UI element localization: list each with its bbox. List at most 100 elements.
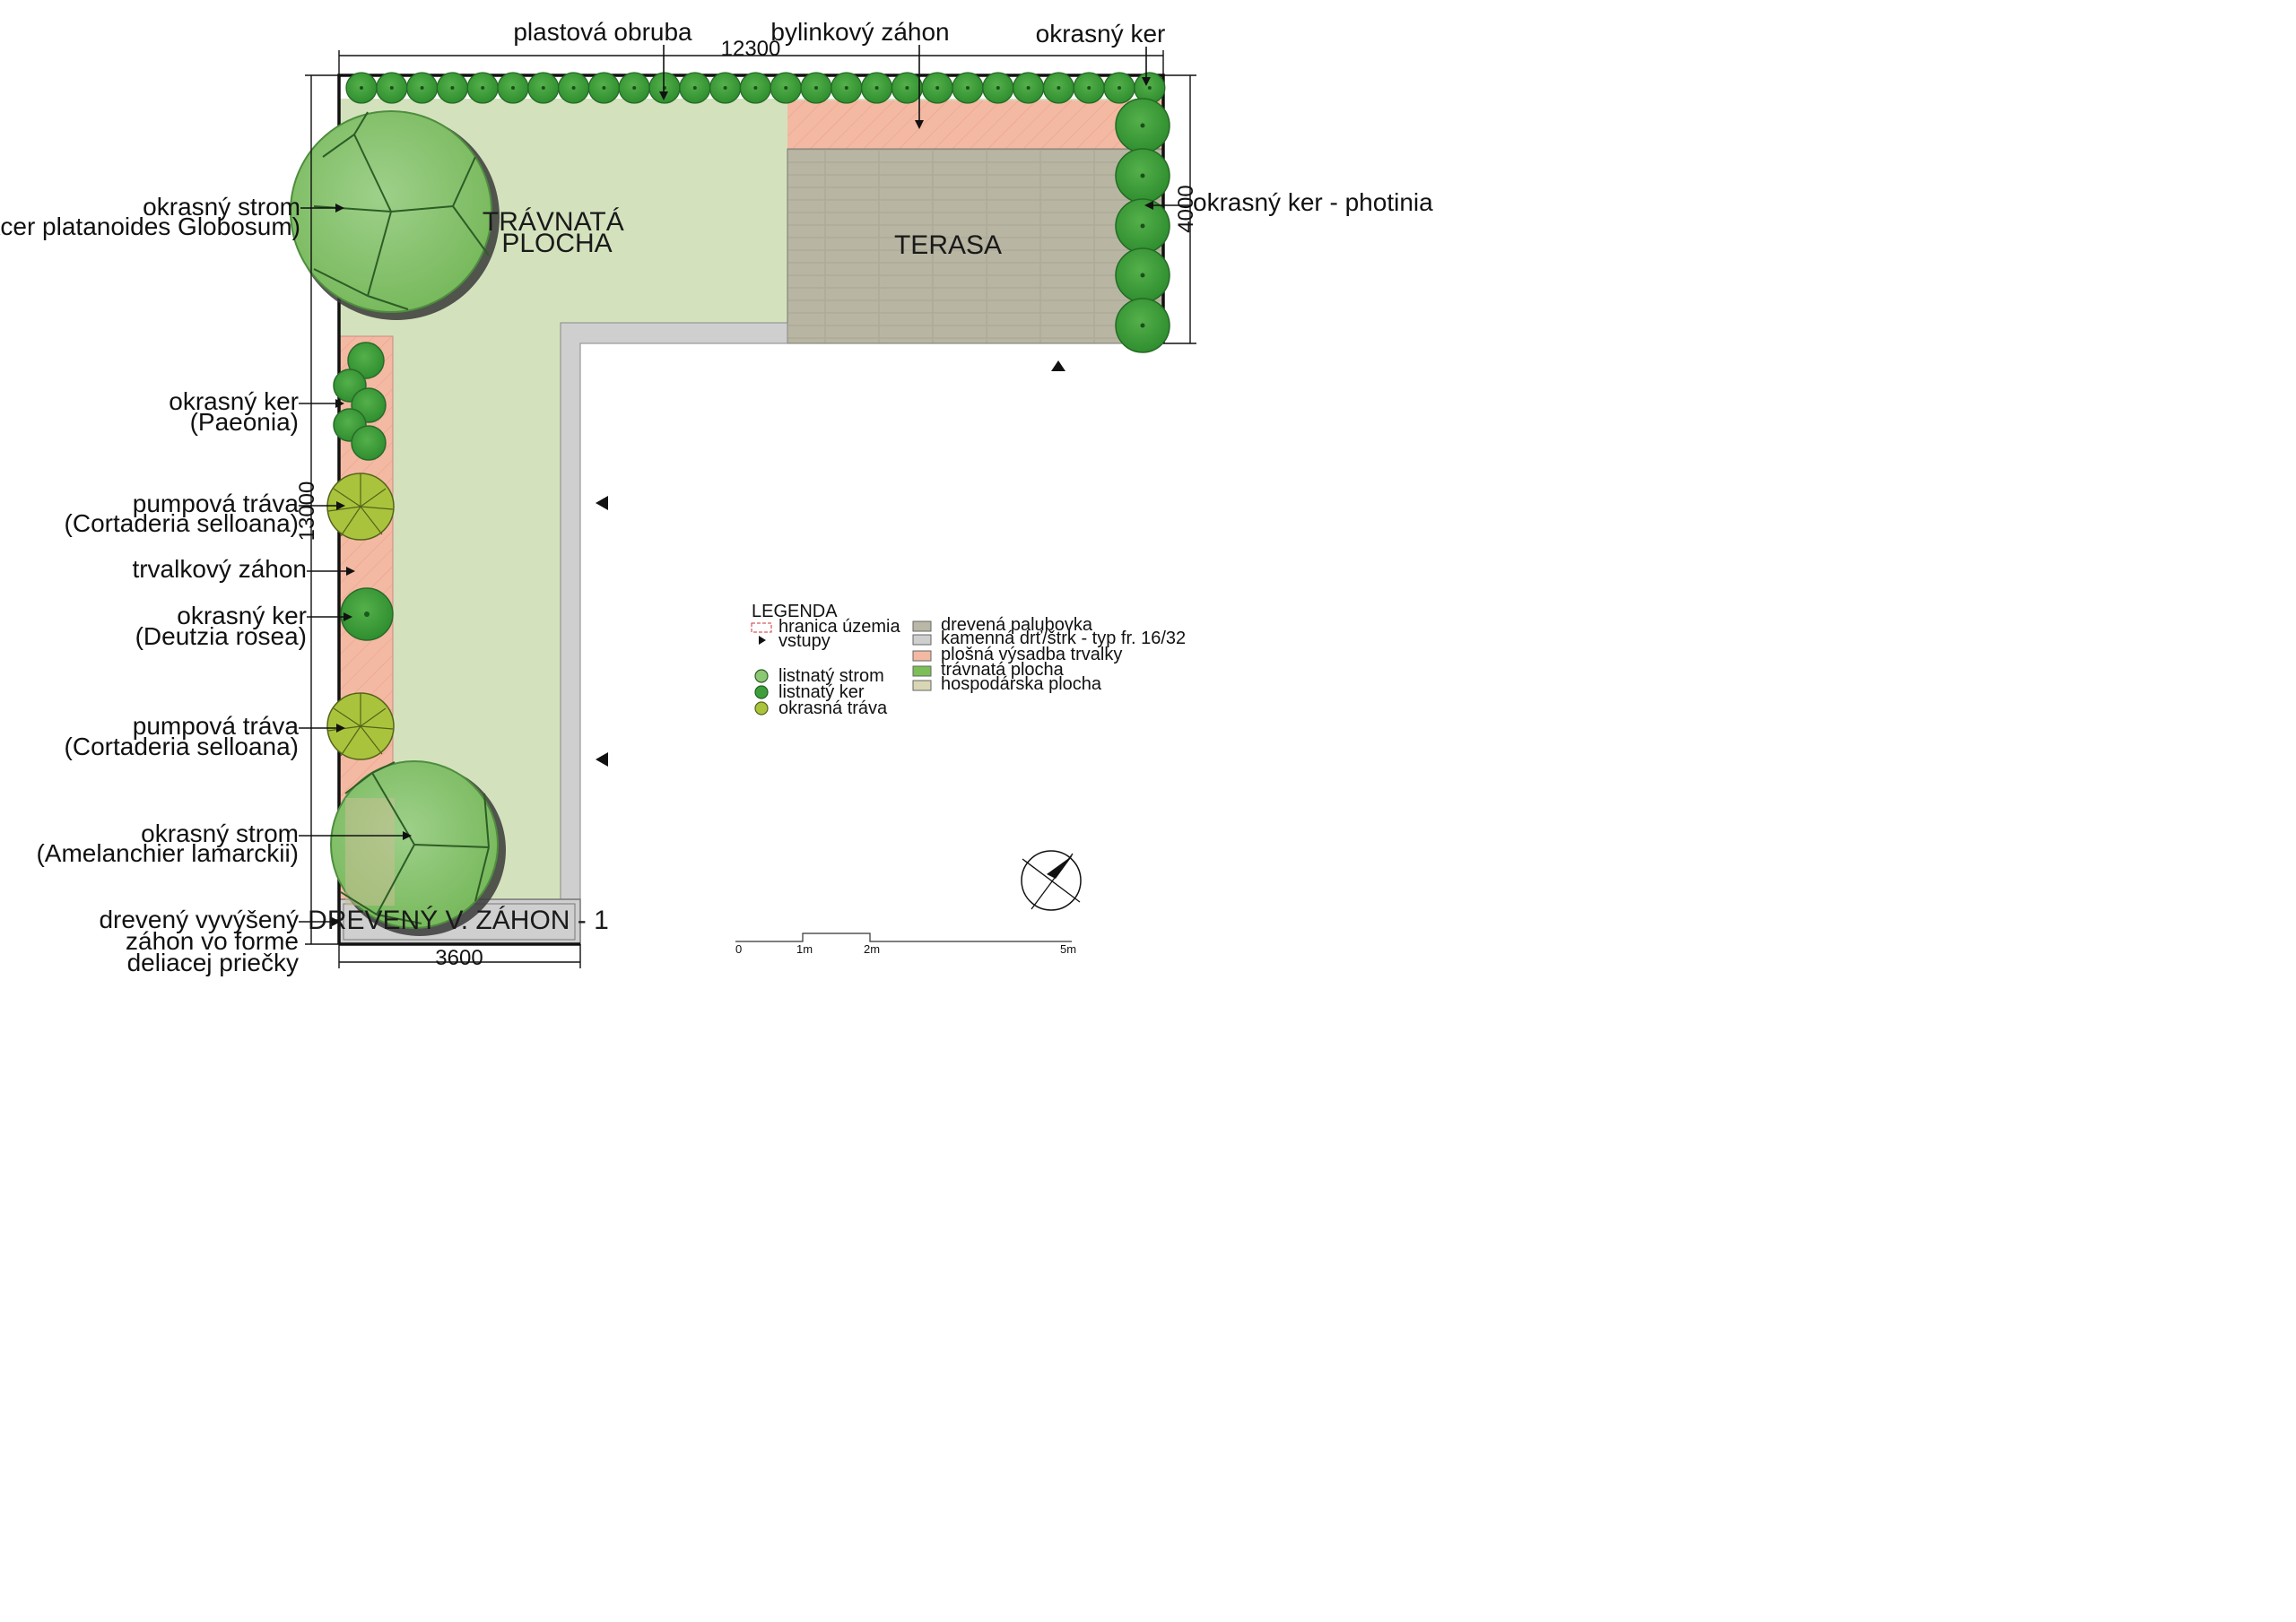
svg-text:pumpová tráva(Cortaderia sello: pumpová tráva(Cortaderia selloana) bbox=[65, 490, 300, 537]
hedge-shrub bbox=[860, 72, 893, 104]
hedge-shrub bbox=[921, 72, 953, 104]
legend-item-tree: listnatý strom bbox=[754, 666, 884, 686]
hedge-shrub bbox=[1042, 72, 1075, 104]
legend-label: listnatý strom bbox=[778, 666, 884, 686]
svg-text:okrasný strom( Acer platanoide: okrasný strom( Acer platanoides Globosum… bbox=[0, 193, 300, 240]
hedge-shrub bbox=[466, 72, 499, 104]
hedge-shrub bbox=[800, 72, 832, 104]
svg-text:12300: 12300 bbox=[721, 37, 781, 61]
callout-edging: plastová obruba bbox=[513, 18, 692, 100]
svg-text:trvalkový záhon: trvalkový záhon bbox=[132, 555, 307, 583]
hedge-shrub bbox=[982, 72, 1014, 104]
raised-bed-area-label: DREVENÝ V. ZÁHON - 1 bbox=[308, 906, 609, 935]
scale-tick-2m: 2m bbox=[864, 942, 880, 956]
terrace-area bbox=[787, 148, 1163, 344]
callout-perennial: trvalkový záhon bbox=[132, 555, 355, 583]
legend-item-shrub: listnatý ker bbox=[754, 682, 865, 702]
svg-text:4000: 4000 bbox=[1174, 185, 1198, 232]
deutzia-shrub bbox=[340, 587, 394, 641]
hedge-shrub bbox=[557, 72, 590, 104]
callout-shrub-top: okrasný ker bbox=[1036, 20, 1166, 86]
scale-tick-5m: 5m bbox=[1060, 942, 1076, 956]
hedge-shrub bbox=[587, 72, 621, 104]
callout-tree1: okrasný strom( Acer platanoides Globosum… bbox=[0, 193, 344, 240]
legend-label: okrasná tráva bbox=[778, 698, 888, 718]
callout-photinia: okrasný ker - photinia bbox=[1144, 188, 1433, 216]
hedge-shrub bbox=[891, 72, 924, 104]
hedge-shrub bbox=[345, 72, 378, 104]
hedge-shrub bbox=[436, 72, 469, 104]
hedge-shrub bbox=[405, 72, 439, 104]
callout-grass2: pumpová tráva(Cortaderia selloana) bbox=[65, 712, 345, 760]
svg-text:okrasný ker(Deutzia rosea): okrasný ker(Deutzia rosea) bbox=[135, 602, 307, 650]
photinia-shrub bbox=[1115, 198, 1170, 254]
north-arrow-icon bbox=[1021, 850, 1082, 911]
terrace-label: TERASA bbox=[894, 230, 1002, 260]
legend-swatch-item: trávnatá plocha bbox=[912, 660, 1065, 680]
legend-swatch-item: hospodárska plocha bbox=[912, 674, 1102, 694]
legend-item-entrance-arrow: vstupy bbox=[759, 631, 831, 651]
svg-text:okrasný ker - photinia: okrasný ker - photinia bbox=[1193, 188, 1433, 216]
herb-bed bbox=[787, 100, 1162, 149]
paeonia-shrubs bbox=[333, 342, 387, 461]
photinia-shrub bbox=[1115, 148, 1170, 204]
legend-swatch-item: kamenná drť/štrk - typ fr. 16/32 bbox=[912, 629, 1186, 648]
legend-swatch-item: drevená palubovka bbox=[912, 615, 1093, 635]
photinia-shrub bbox=[1115, 298, 1170, 353]
svg-text:LEGENDA: LEGENDA bbox=[752, 602, 838, 621]
legend-label: plošná výsadba trvalky bbox=[941, 645, 1122, 664]
svg-text:3600: 3600 bbox=[435, 946, 483, 970]
legend-item-grass: okrasná tráva bbox=[754, 698, 888, 718]
legend-label: drevená palubovka bbox=[941, 615, 1093, 635]
hedge-shrub bbox=[831, 72, 863, 104]
photinia-shrub bbox=[1115, 98, 1170, 153]
dimension-top: 12300 bbox=[338, 37, 1164, 75]
svg-text:bylinkový záhon: bylinkový záhon bbox=[770, 18, 949, 46]
entrance-arrow-icon bbox=[1051, 360, 1065, 371]
scale-tick-1m: 1m bbox=[796, 942, 813, 956]
svg-text:okrasný ker: okrasný ker bbox=[1036, 20, 1166, 48]
callout-grass1: pumpová tráva(Cortaderia selloana) bbox=[65, 490, 345, 537]
acer-tree bbox=[290, 110, 500, 320]
callout-tree2: okrasný strom(Amelanchier lamarckii) bbox=[36, 820, 412, 867]
svg-text:okrasný ker(Paeonia): okrasný ker(Paeonia) bbox=[169, 387, 299, 436]
entrance-arrow-icon bbox=[596, 496, 608, 510]
hedge-shrub bbox=[497, 72, 529, 104]
hedge-shrub bbox=[1012, 72, 1045, 104]
entrance-arrow-icon bbox=[596, 752, 608, 767]
photinia-shrub bbox=[1115, 247, 1170, 303]
hedge-row bbox=[345, 72, 1166, 104]
lawn-label: TRÁVNATÁ PLOCHA bbox=[483, 207, 631, 258]
hedge-shrub bbox=[679, 72, 711, 104]
hedge-shrub bbox=[1103, 72, 1135, 104]
hedge-shrub bbox=[709, 72, 742, 104]
photinia-shrubs bbox=[1115, 98, 1170, 353]
legend-label: kamenná drť/štrk - typ fr. 16/32 bbox=[941, 629, 1186, 648]
callout-paeonia: okrasný ker(Paeonia) bbox=[169, 387, 344, 436]
svg-text:okrasný strom(Amelanchier lama: okrasný strom(Amelanchier lamarckii) bbox=[36, 820, 299, 867]
hedge-shrub bbox=[527, 72, 560, 104]
scale-bar: 0 1m 2m 5m bbox=[735, 932, 1076, 956]
cortaderia-grass-2 bbox=[326, 692, 395, 760]
svg-text:13000: 13000 bbox=[295, 481, 319, 542]
amelanchier-tree bbox=[330, 760, 506, 936]
dimension-right: 4000 bbox=[1163, 74, 1198, 344]
scale-tick-0: 0 bbox=[735, 942, 742, 956]
cortaderia-grass-1 bbox=[326, 473, 395, 541]
legend-swatch-item: plošná výsadba trvalky bbox=[912, 645, 1122, 664]
hedge-shrub bbox=[376, 72, 408, 104]
legend-label: listnatý ker bbox=[778, 682, 865, 702]
hedge-shrub bbox=[770, 72, 802, 104]
hedge-shrub bbox=[952, 72, 984, 104]
svg-text:pumpová tráva(Cortaderia sello: pumpová tráva(Cortaderia selloana) bbox=[65, 712, 300, 760]
hedge-shrub bbox=[739, 72, 772, 104]
legend-label: hranica územia bbox=[778, 617, 901, 637]
dimension-left: 13000 bbox=[295, 74, 339, 945]
svg-text:plastová obruba: plastová obruba bbox=[513, 18, 692, 46]
legend-item-boundary-line: hranica územia bbox=[751, 617, 901, 637]
callout-deutzia: okrasný ker(Deutzia rosea) bbox=[135, 602, 352, 650]
legend-label: vstupy bbox=[778, 631, 831, 651]
